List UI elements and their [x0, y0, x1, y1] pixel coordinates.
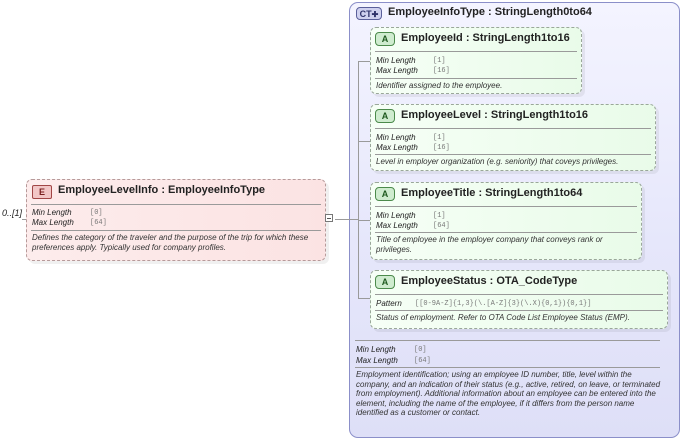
facet-value: [64] — [433, 222, 450, 230]
attribute-separator — [375, 294, 663, 295]
complex-type-badge: CT✚ — [356, 7, 382, 20]
complex-type-max-length-value: [64] — [414, 357, 431, 365]
root-element-documentation: Defines the category of the traveler and… — [32, 233, 309, 252]
facet-value: [1] — [433, 57, 446, 65]
attribute-separator — [375, 232, 637, 233]
connector-attr-2 — [358, 141, 370, 142]
facet-value: [1] — [433, 134, 446, 142]
attribute-name: EmployeeId : StringLength1to16 — [401, 32, 570, 44]
attribute-employee-id[interactable] — [370, 27, 582, 94]
root-max-length-value: [64] — [90, 219, 107, 227]
attribute-documentation: Level in employer organization (e.g. sen… — [376, 157, 619, 166]
attribute-badge-icon: A — [375, 187, 395, 201]
facet-value: [1] — [433, 212, 446, 220]
attribute-name: EmployeeTitle : StringLength1to64 — [401, 187, 583, 199]
root-element-separator — [31, 230, 321, 231]
expand-collapse-toggle-icon[interactable] — [325, 214, 333, 222]
attribute-separator — [375, 51, 577, 52]
facet-label: Min Length — [376, 211, 416, 220]
facet-label: Max Length — [376, 143, 418, 152]
complex-type-min-length-value: [0] — [414, 346, 427, 354]
root-element-name: EmployeeLevelInfo : EmployeeInfoType — [58, 184, 266, 196]
attribute-employee-level[interactable] — [370, 104, 656, 171]
complex-type-documentation: Employment identification; using an empl… — [356, 370, 661, 417]
root-connector-line — [22, 219, 26, 220]
connector-attr-3 — [358, 220, 370, 221]
complex-type-min-length-label: Min Length — [356, 345, 396, 354]
attribute-name: EmployeeStatus : OTA_CodeType — [401, 275, 578, 287]
complex-type-title: EmployeeInfoType : StringLength0to64 — [388, 6, 592, 18]
connector-attr-1 — [358, 61, 370, 62]
connector-attr-4 — [358, 298, 370, 299]
type-connector-line — [335, 219, 358, 220]
root-min-length-value: [0] — [90, 209, 103, 217]
attribute-badge-icon: A — [375, 32, 395, 46]
attribute-documentation: Title of employee in the employer compan… — [376, 235, 603, 254]
attribute-separator — [375, 206, 637, 207]
facet-label: Max Length — [376, 221, 418, 230]
element-badge-icon: E — [32, 185, 52, 199]
facet-label: Pattern — [376, 299, 402, 308]
facet-value: [16] — [433, 67, 450, 75]
attribute-employee-title[interactable] — [370, 182, 642, 260]
occurrence-label: 0..[1] — [2, 208, 23, 218]
facet-label: Min Length — [376, 56, 416, 65]
attribute-badge-icon: A — [375, 109, 395, 123]
complex-type-separator — [355, 340, 660, 341]
attribute-connector-line — [358, 61, 359, 299]
root-element-box[interactable] — [26, 179, 326, 261]
root-element-separator — [31, 204, 321, 205]
attribute-documentation: Status of employment. Refer to OTA Code … — [376, 313, 630, 322]
root-min-length-label: Min Length — [32, 208, 72, 217]
attribute-separator — [375, 310, 663, 311]
complex-type-separator — [355, 367, 660, 368]
facet-label: Min Length — [376, 133, 416, 142]
attribute-name: EmployeeLevel : StringLength1to16 — [401, 109, 589, 121]
attribute-separator — [375, 128, 651, 129]
facet-value: [16] — [433, 144, 450, 152]
complex-type-max-length-label: Max Length — [356, 356, 398, 365]
attribute-separator — [375, 154, 651, 155]
facet-value: [[0-9A-Z]{1,3}(\.[A-Z]{3}(\.X){0,1}){0,1… — [415, 300, 592, 308]
attribute-separator — [375, 78, 577, 79]
attribute-badge-icon: A — [375, 275, 395, 289]
attribute-employee-status[interactable] — [370, 270, 668, 329]
attribute-documentation: Identifier assigned to the employee. — [376, 81, 503, 90]
facet-label: Max Length — [376, 66, 418, 75]
root-max-length-label: Max Length — [32, 218, 74, 227]
